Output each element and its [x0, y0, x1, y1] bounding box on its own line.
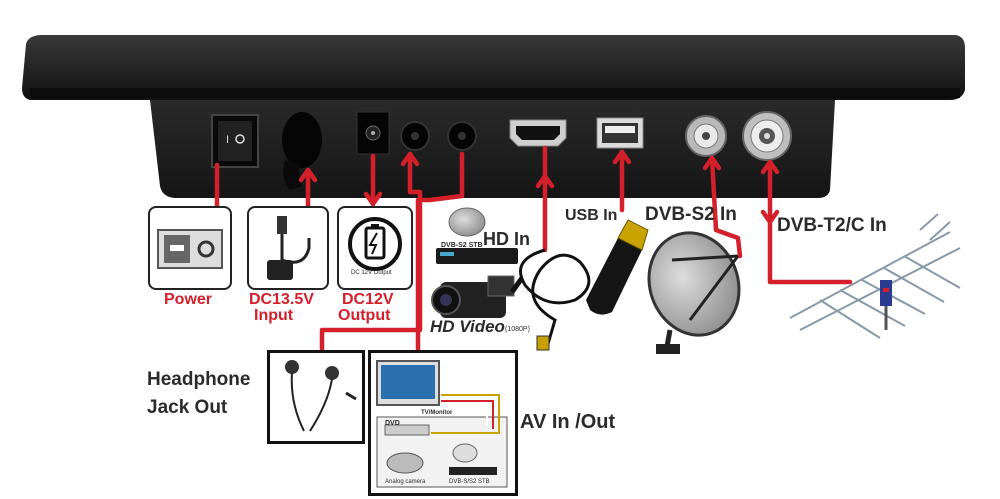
hd-video-label: HD Video [430, 317, 505, 336]
power-switch-icon [148, 206, 232, 290]
usb-in-label: USB In [565, 207, 618, 224]
dc12v-output-icon-text: DC 12V Output [351, 270, 392, 276]
power-label: Power [164, 291, 213, 308]
dc12v-output-port [356, 111, 390, 155]
dvb-s2-stb-text: DVB-S2 STB [441, 242, 483, 249]
dvb-t2c-in-label: DVB-T2/C In [777, 215, 887, 236]
dvd-text: DVD [385, 420, 400, 427]
device-port-panel [150, 100, 835, 198]
power-switch-port: I [211, 114, 259, 168]
analog-camera-text: Analog camera [385, 479, 426, 485]
headphone-label-line1: Headphone [147, 369, 251, 390]
hdmi-cable-illustration [509, 248, 591, 351]
headphone-jack-port [400, 121, 430, 151]
hdmi-port [509, 119, 567, 147]
headphone-frame [267, 350, 365, 444]
tv-monitor-text: TV/Monitor [421, 410, 453, 416]
antenna-amplifier [880, 280, 892, 306]
dvb-s2-stb-illustration [436, 207, 518, 264]
hd-in-label: HD In [483, 229, 530, 249]
connection-arrows [214, 145, 853, 355]
dc135v-label-line1: DC13.5V [249, 291, 314, 308]
device-top-bezel [22, 35, 965, 100]
dc-adapter-icon [247, 206, 329, 290]
av-jack-port [447, 121, 477, 151]
dvb-s2-in-label: DVB-S2 In [645, 204, 737, 225]
dc12v-output-icon: DC 12V Output [337, 206, 413, 290]
dc135v-input-port [282, 112, 322, 190]
av-frame: TV/Monitor DVD Analog camera DVB-S/S2 ST… [368, 350, 518, 496]
dc12v-label-line2: Output [338, 307, 391, 324]
dc12v-label-line1: DC12V [342, 291, 394, 308]
satellite-dish-illustration [647, 231, 741, 354]
usb-port [596, 117, 644, 149]
headphone-label-line2: Jack Out [147, 397, 228, 418]
dc135v-label-line2: Input [254, 307, 294, 324]
svg-text:I: I [226, 134, 229, 146]
usb-stick-illustration [586, 219, 649, 315]
av-in-out-label: AV In /Out [520, 411, 616, 433]
hd-video-resolution: (1080P) [505, 326, 530, 333]
dvb-s-s2-stb-text: DVB-S/S2 STB [449, 479, 490, 485]
dvb-t2c-coax-port [742, 111, 792, 161]
dvb-s2-coax-port [685, 115, 727, 157]
hd-camcorder-illustration [431, 275, 515, 318]
